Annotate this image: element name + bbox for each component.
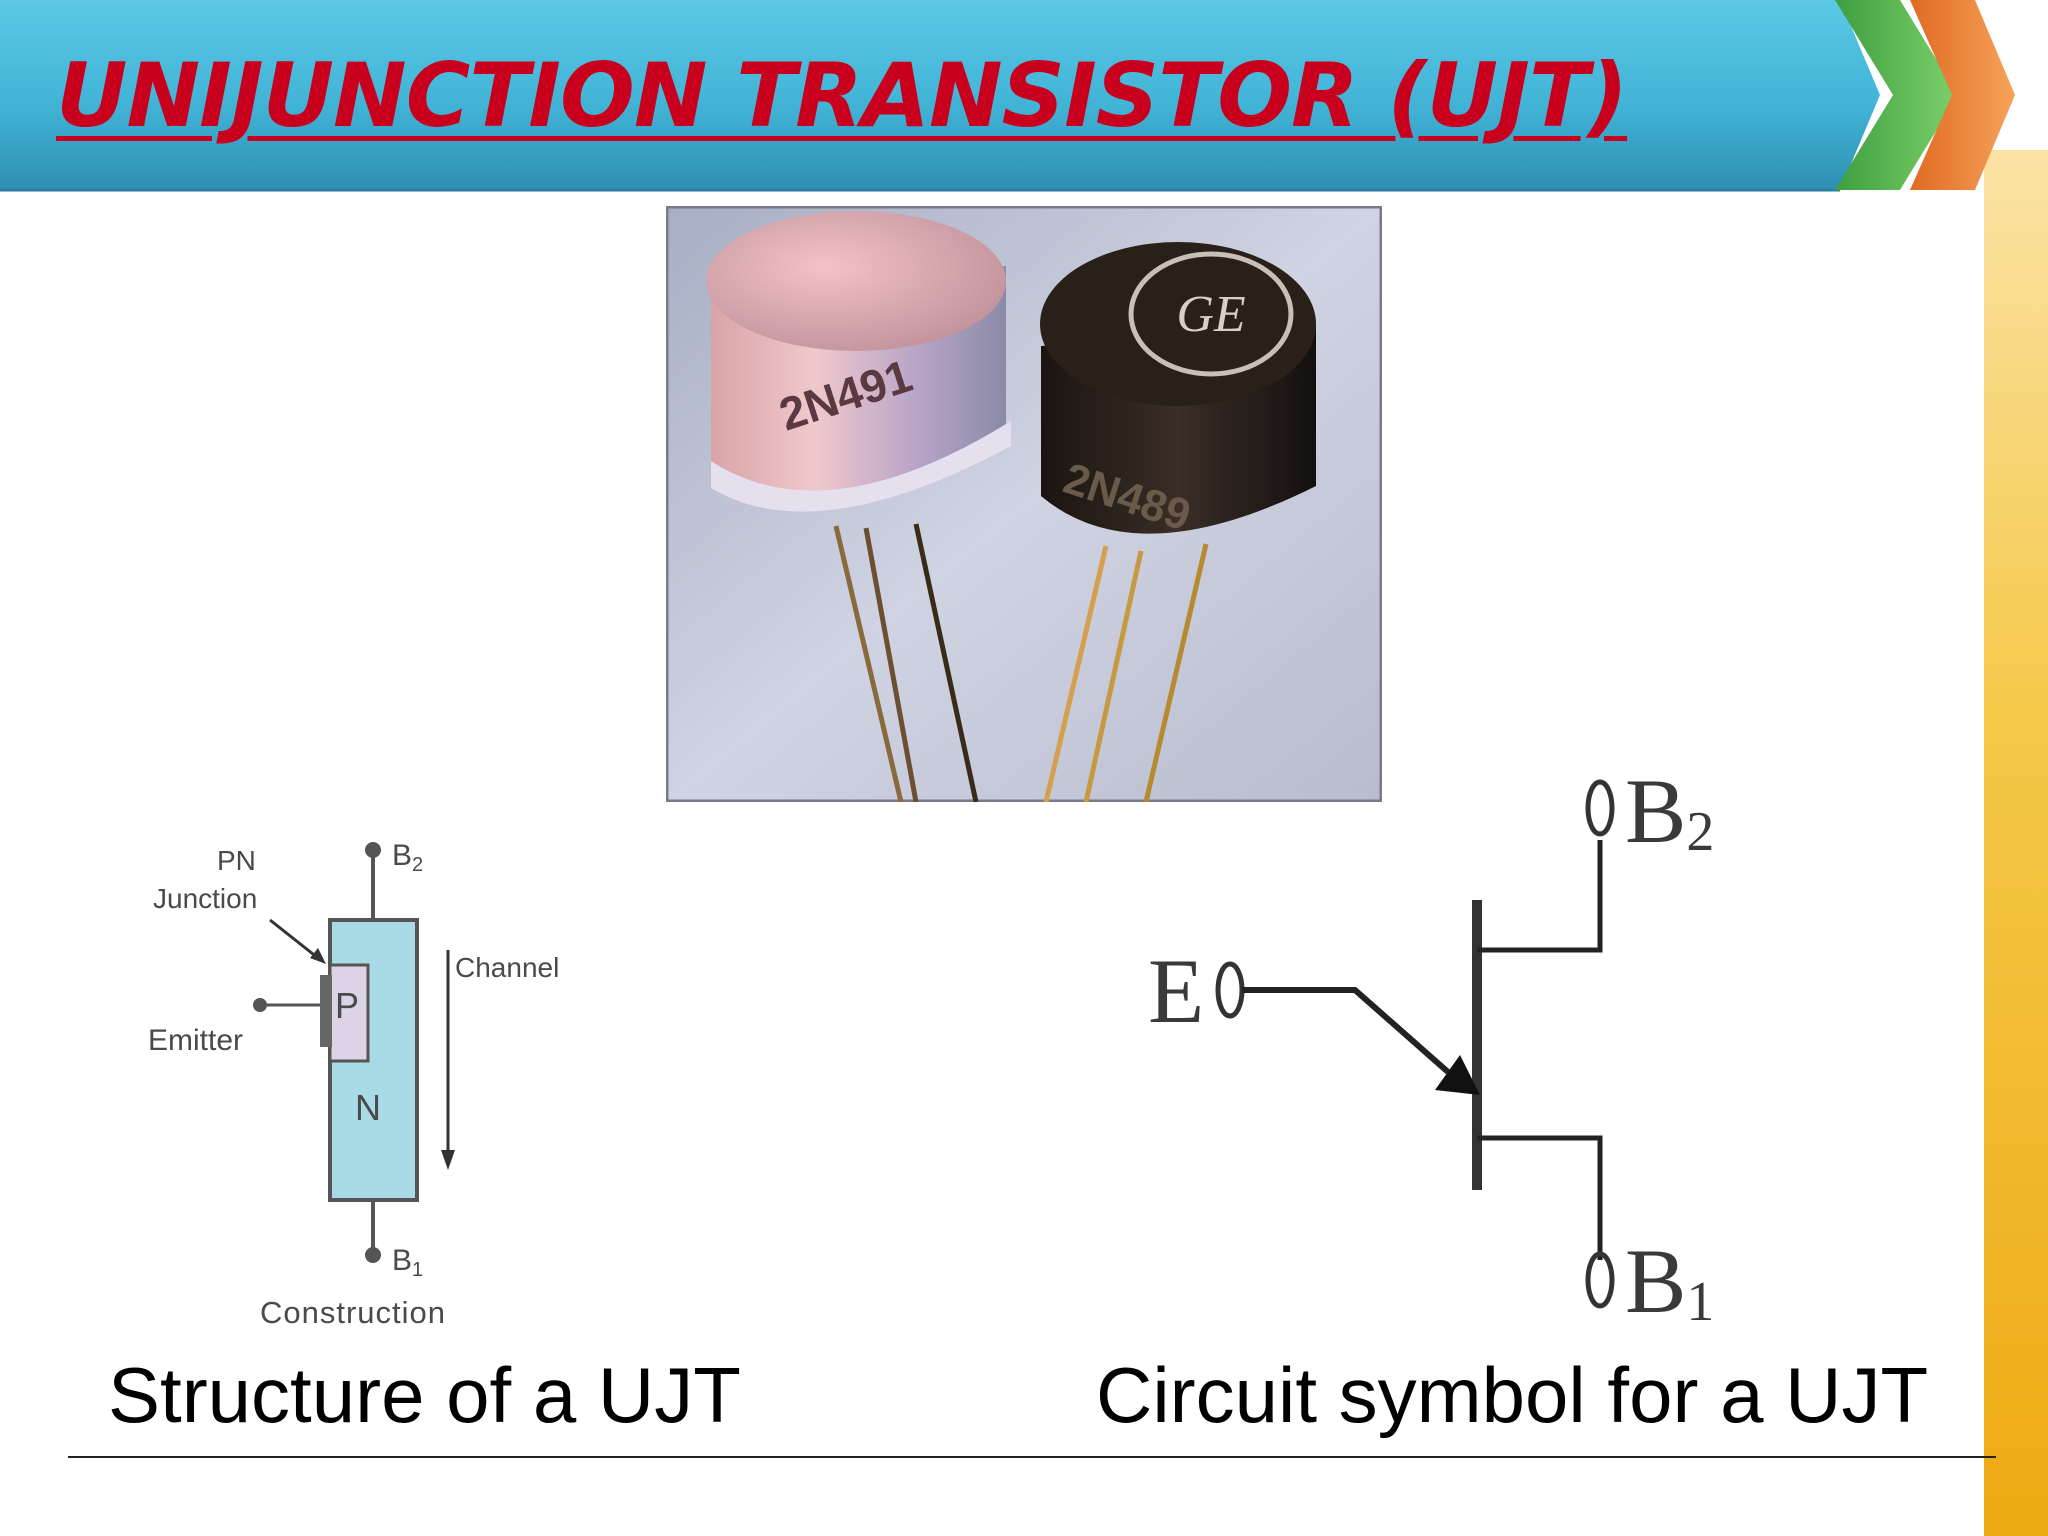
b2-label: B2	[392, 839, 423, 876]
p-region-label: P	[335, 985, 359, 1026]
pn-pointer	[269, 918, 319, 960]
slide-title: UNIJUNCTION TRANSISTOR (UJT)	[56, 44, 1628, 147]
header-banner	[0, 0, 1880, 190]
b2-terminal	[1585, 779, 1615, 837]
b2-terminal	[365, 842, 381, 858]
emitter-lead	[1242, 987, 1450, 1075]
emitter-symbol-label: E	[1148, 940, 1204, 1042]
transistor-leads	[833, 523, 1209, 802]
ujt-photo: 2N491 GE 2N489	[666, 206, 1382, 802]
chevron-orange-icon	[1910, 0, 2015, 190]
emitter-label: Emitter	[148, 1024, 243, 1057]
structure-diagram: B2 PN Junction P N Emitter Channel B1 Co…	[148, 839, 559, 1330]
b1-terminal	[1585, 1251, 1615, 1309]
black-transistor-can: GE 2N489	[1040, 242, 1316, 541]
n-region-label: N	[355, 1087, 381, 1128]
b2-connection	[1477, 840, 1603, 953]
structure-caption: Structure of a UJT	[108, 1351, 741, 1439]
p-region	[328, 963, 370, 1063]
b2-symbol-label: B2	[1625, 760, 1714, 863]
silver-transistor-can: 2N491	[706, 211, 1011, 512]
emitter-arrow-icon	[1435, 1055, 1480, 1095]
emitter-contact	[320, 975, 332, 1047]
circuit-symbol: B2 B1 E	[1148, 760, 1714, 1333]
side-bar	[1984, 150, 2048, 1536]
channel-label: Channel	[455, 952, 559, 983]
b1-terminal	[365, 1247, 381, 1263]
b1-connection	[1477, 1135, 1603, 1260]
chevron-green-icon	[1835, 0, 1958, 190]
pn-label: PN	[217, 845, 256, 876]
b1-label: B1	[392, 1244, 423, 1281]
footer-divider	[68, 1456, 1996, 1458]
svg-text:GE: GE	[1176, 286, 1245, 343]
emitter-terminal	[1215, 961, 1245, 1019]
b1-symbol-label: B1	[1625, 1230, 1714, 1333]
symbol-caption: Circuit symbol for a UJT	[1096, 1351, 1929, 1439]
construction-label: Construction	[260, 1295, 446, 1330]
junction-label: Junction	[153, 883, 257, 914]
